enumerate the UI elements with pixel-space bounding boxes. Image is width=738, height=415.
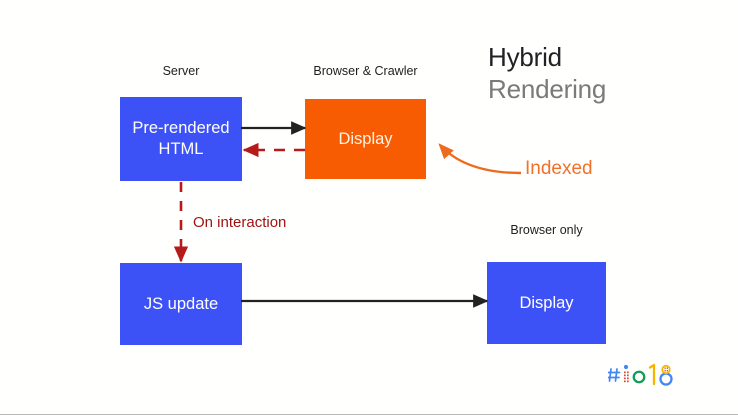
google-io-logo <box>608 363 673 386</box>
box-display-browser-only: Display <box>487 262 606 344</box>
box-js-update-label: JS update <box>143 294 219 313</box>
title-line-rendering: Rendering <box>488 74 607 105</box>
page-title: Hybrid Rendering <box>488 43 606 103</box>
box-display-browser-only-label: Display <box>519 293 574 312</box>
box-pre-rendered-html: Pre-rendered HTML <box>120 97 242 181</box>
box-pre-rendered-html-label-line2: HTML <box>158 140 204 158</box>
caption-browser-and-crawler: Browser & Crawler <box>313 64 418 78</box>
box-display-browser-crawler: Display <box>305 99 426 179</box>
arrow-indexed-callout <box>438 143 522 175</box>
box-pre-rendered-html-label-line1: Pre-rendered <box>132 119 230 138</box>
box-display-browser-crawler-label: Display <box>338 129 393 148</box>
caption-browser-only: Browser only <box>510 223 583 237</box>
caption-server: Server <box>162 64 200 78</box>
label-on-interaction: On interaction <box>193 214 287 231</box>
box-js-update: JS update <box>120 263 242 345</box>
label-indexed: Indexed <box>525 158 593 179</box>
title-line-hybrid: Hybrid <box>488 42 562 72</box>
